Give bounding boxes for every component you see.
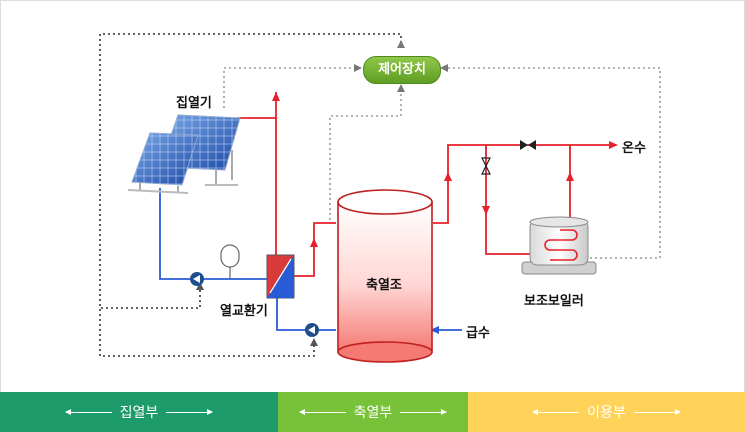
arrow-left-icon — [532, 408, 580, 415]
section-collection: 집열부 — [0, 392, 278, 432]
collector-label: 집열기 — [176, 96, 212, 111]
pump-collector-loop — [190, 272, 204, 286]
water-supply-arrowhead — [430, 326, 439, 334]
arrow-right-icon — [633, 408, 681, 415]
arrow-right-icon — [166, 408, 214, 415]
hot-arrowheads — [272, 92, 618, 247]
controller-box: 제어장치 — [363, 56, 441, 84]
arrow-left-icon — [64, 408, 112, 415]
bypass-valve — [481, 157, 491, 175]
control-loop-outer — [99, 33, 402, 357]
solar-collector — [127, 114, 241, 194]
section-storage-label: 축열부 — [353, 405, 393, 421]
expansion-tank — [220, 244, 240, 279]
hot-water-label: 온수 — [622, 141, 646, 156]
section-storage: 축열부 — [278, 392, 468, 432]
section-usage: 이용부 — [468, 392, 745, 432]
aux-boiler — [521, 216, 597, 275]
arrow-left-icon — [298, 408, 346, 415]
arrow-right-icon — [400, 408, 448, 415]
section-collection-label: 집열부 — [119, 405, 159, 421]
storage-tank-label: 축열조 — [366, 278, 402, 293]
heat-exchanger-label: 열교환기 — [220, 304, 268, 319]
water-supply-label: 급수 — [466, 326, 490, 341]
section-usage-label: 이용부 — [587, 405, 626, 421]
three-way-valve — [520, 140, 536, 150]
storage-tank — [337, 189, 433, 363]
control-arrowheads — [196, 40, 448, 346]
aux-boiler-label: 보조보일러 — [524, 294, 584, 309]
heat-exchanger — [266, 254, 295, 299]
pump-tank-loop — [305, 323, 319, 337]
